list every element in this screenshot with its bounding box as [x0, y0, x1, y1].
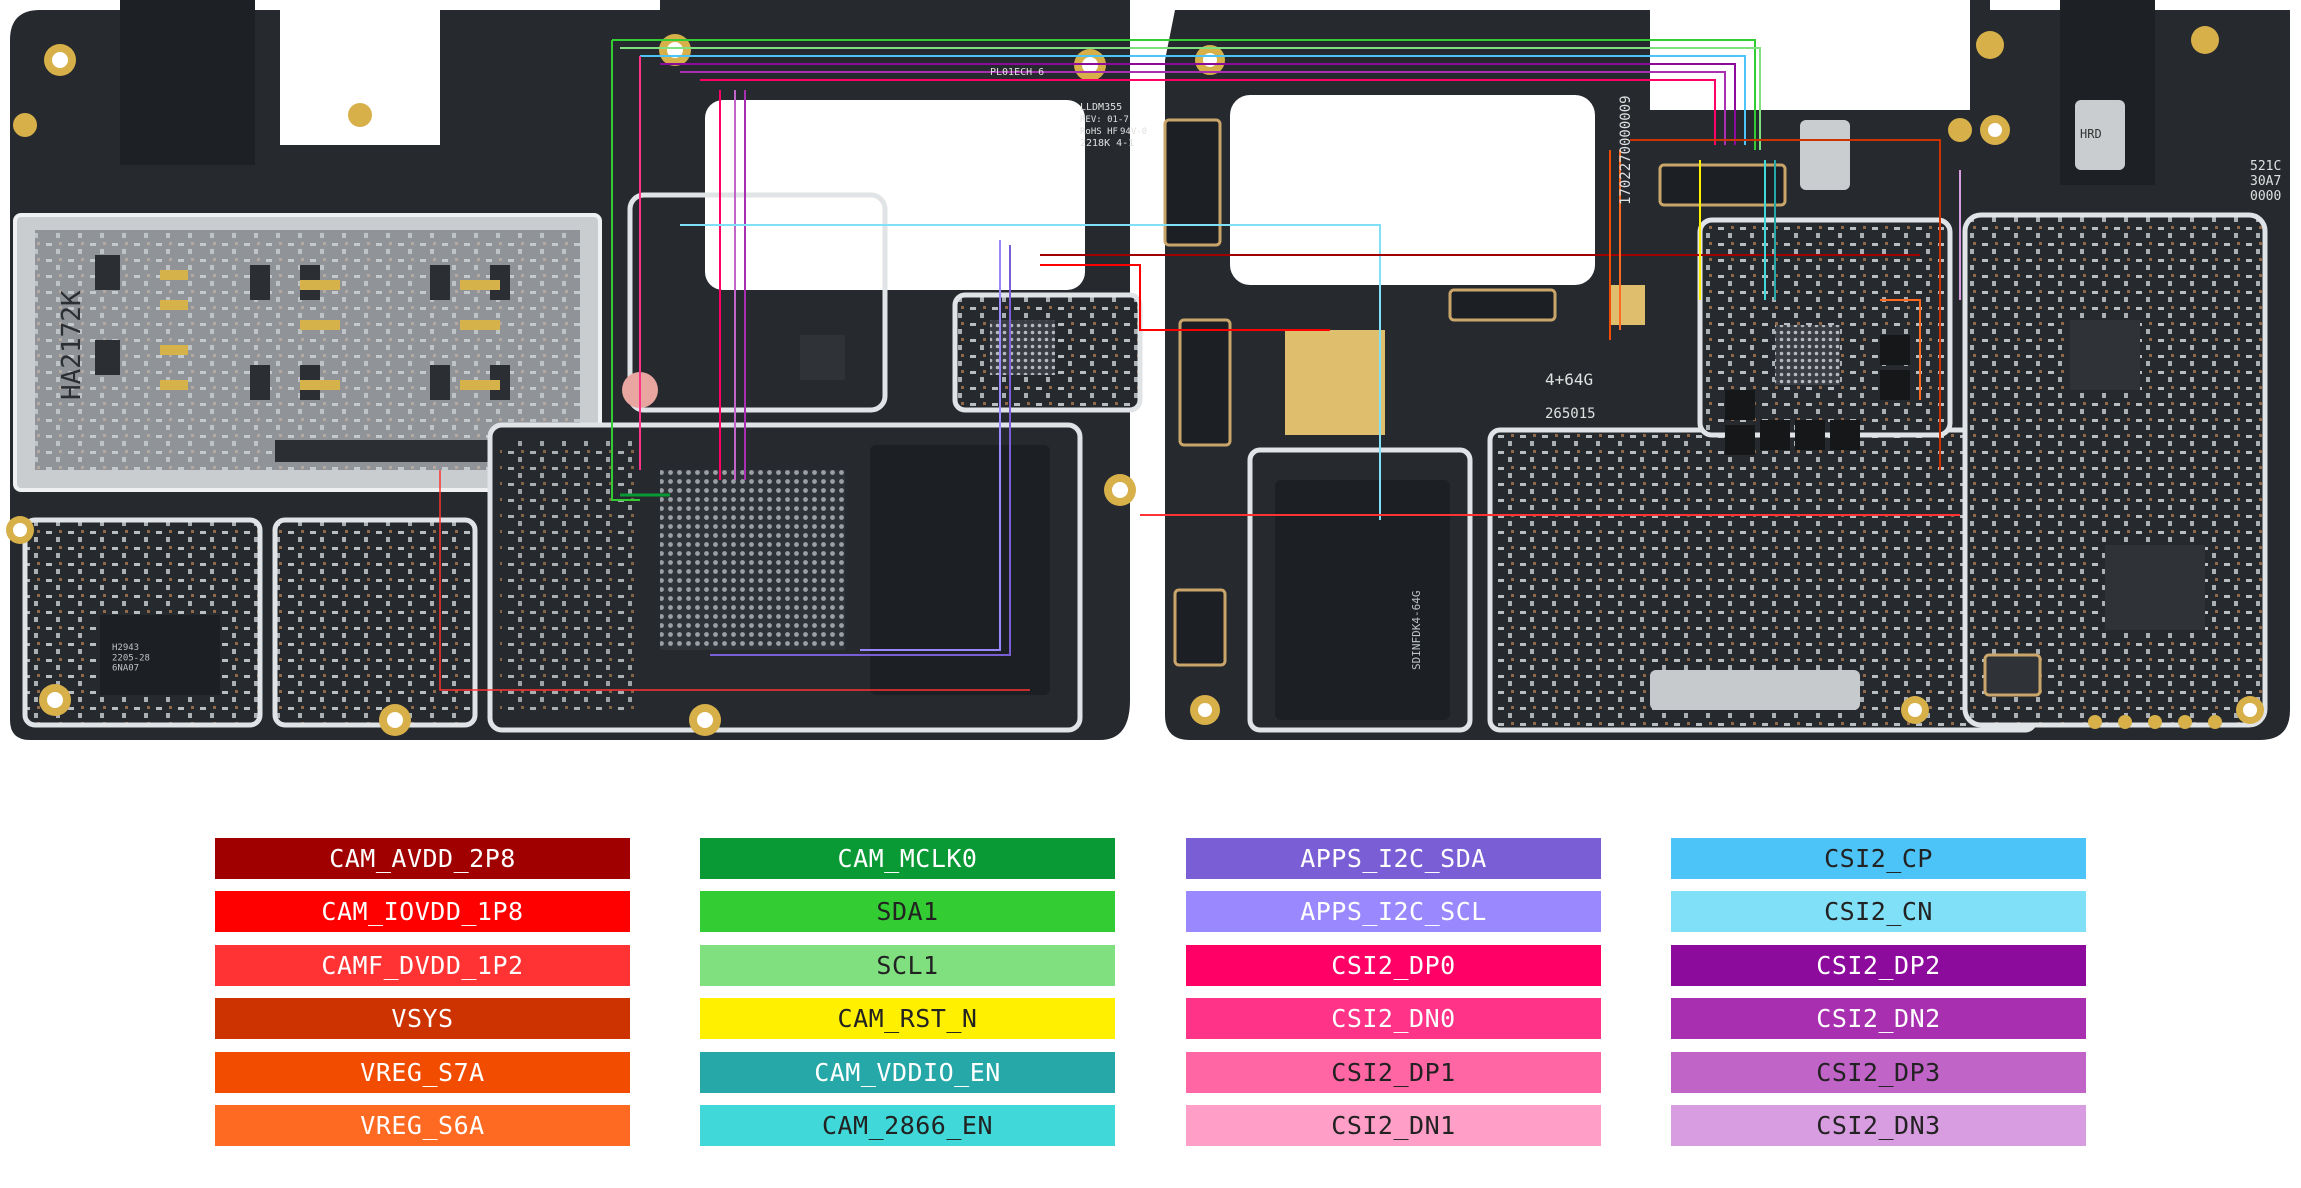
legend-item-csi2-cn: CSI2_CN — [1671, 891, 2086, 932]
legend-item-csi2-dp3: CSI2_DP3 — [1671, 1052, 2086, 1093]
legend-item-cam-mclk0: CAM_MCLK0 — [700, 838, 1115, 879]
legend-item-csi2-dn3: CSI2_DN3 — [1671, 1105, 2086, 1146]
legend-item-cam-vddio-en: CAM_VDDIO_EN — [700, 1052, 1115, 1093]
legend-item-scl1: SCL1 — [700, 945, 1115, 986]
pcb-code2-label: 265015 — [1545, 406, 1596, 422]
legend-item-csi2-dn0: CSI2_DN0 — [1186, 998, 1601, 1039]
pcb-rohs-label: RoHS HF — [1080, 127, 1118, 137]
legend-item-sda1: SDA1 — [700, 891, 1115, 932]
legend-item-vsys: VSYS — [215, 998, 630, 1039]
emmc-label: SDINFDK4-64G — [1410, 591, 1423, 670]
legend-item-cam-iovdd-1p8: CAM_IOVDD_1P8 — [215, 891, 630, 932]
legend-item-vreg-s7a: VREG_S7A — [215, 1052, 630, 1093]
legend-item-apps-i2c-scl: APPS_I2C_SCL — [1186, 891, 1601, 932]
legend-item-csi2-dn1: CSI2_DN1 — [1186, 1105, 1601, 1146]
flex-label: PL01ECH 6 — [990, 67, 1044, 78]
pcb-code-label: LLDM355 — [1080, 102, 1122, 113]
legend-item-csi2-dp2: CSI2_DP2 — [1671, 945, 2086, 986]
pcb-memory-label: 4+64G — [1545, 370, 1593, 389]
legend-item-vreg-s6a: VREG_S6A — [215, 1105, 630, 1146]
legend-item-csi2-cp: CSI2_CP — [1671, 838, 2086, 879]
audio-jack-label: HRD — [2080, 127, 2102, 141]
legend-item-csi2-dn2: CSI2_DN2 — [1671, 998, 2086, 1039]
legend-item-apps-i2c-sda: APPS_I2C_SDA — [1186, 838, 1601, 879]
legend-item-csi2-dp0: CSI2_DP0 — [1186, 945, 1601, 986]
legend-item-cam-2866-en: CAM_2866_EN — [700, 1105, 1115, 1146]
legend-item-cam-rst-n: CAM_RST_N — [700, 998, 1115, 1039]
pcb-rev-label: REV: 01-7 — [1080, 115, 1129, 125]
legend-item-csi2-dp1: CSI2_DP1 — [1186, 1052, 1601, 1093]
right-board — [1163, 0, 2290, 740]
sim-tray-label: HA2172K — [57, 290, 87, 400]
motherboard-diagram: LLDM355 REV: 01-7 RoHS HF 94V-0 2218K 4-… — [6, 0, 2290, 740]
pcb-v-label: 94V-0 — [1120, 127, 1147, 137]
signal-traces — [439, 39, 1961, 691]
pcb-serial-label: 1702270000009 — [1618, 95, 1634, 205]
pcb-model-label: 2218K 4-1 — [1080, 138, 1134, 149]
legend-item-camf-dvdd-1p2: CAMF_DVDD_1P2 — [215, 945, 630, 986]
legend-item-cam-avdd-2p8: CAM_AVDD_2P8 — [215, 838, 630, 879]
left-board — [6, 0, 1143, 740]
